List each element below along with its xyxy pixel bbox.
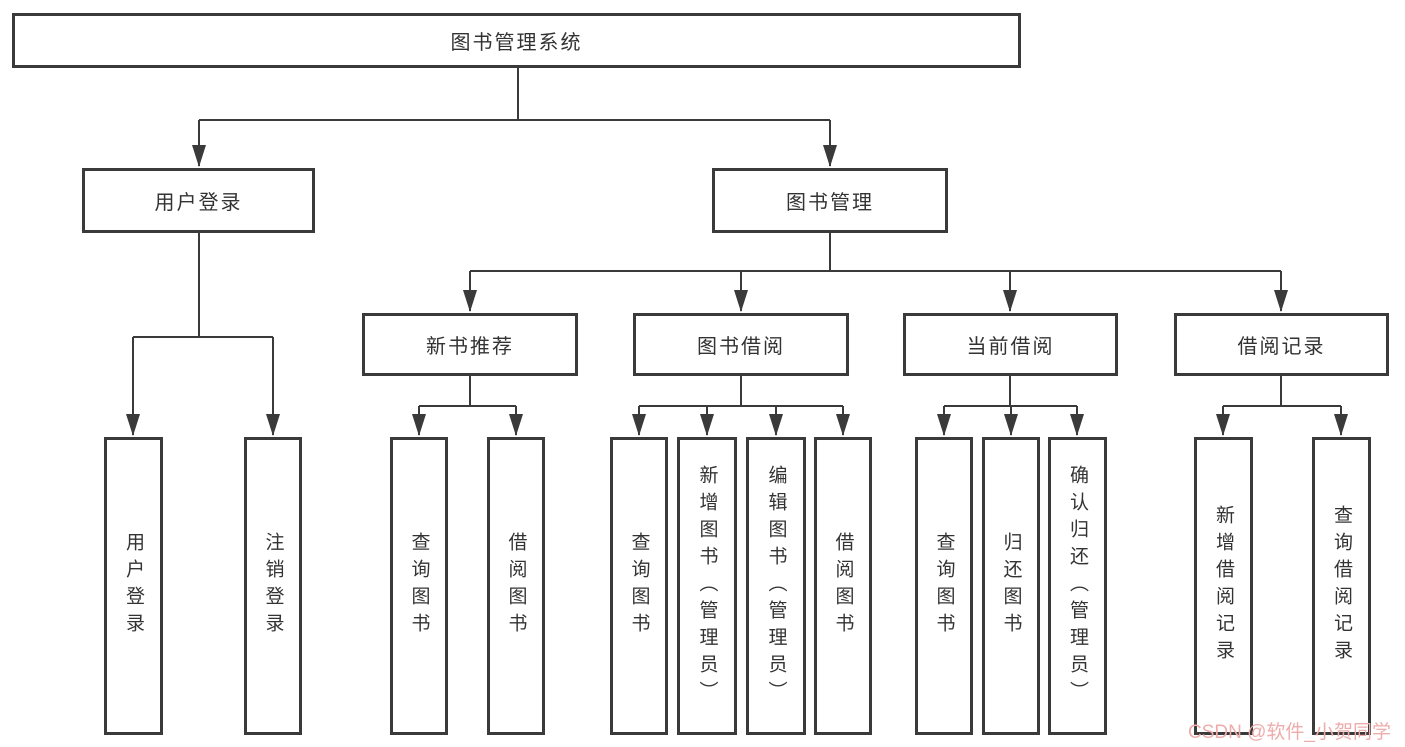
node-current-borrowing: 当前借阅 [903, 313, 1118, 376]
leaf-label: 新增借阅记录 [1213, 505, 1234, 667]
node-book-borrowing: 图书借阅 [633, 313, 849, 376]
node-label: 图书借阅 [697, 336, 785, 358]
leaf-add-books-admin: 新增图书（管理员） [677, 437, 737, 735]
node-label: 图书管理系统 [450, 32, 583, 54]
node-label: 当前借阅 [966, 336, 1055, 358]
leaf-label: 注销登录 [262, 532, 284, 640]
node-book-management: 图书管理 [712, 168, 948, 233]
leaf-query-books-borrowing: 查询图书 [610, 437, 668, 735]
leaf-logout: 注销登录 [244, 437, 302, 735]
leaf-label: 查询借阅记录 [1331, 505, 1352, 667]
leaf-borrow-books-recommend: 借阅图书 [487, 437, 545, 735]
leaf-query-borrow-record: 查询借阅记录 [1312, 437, 1371, 735]
leaf-label: 查询图书 [408, 532, 430, 640]
node-label: 图书管理 [786, 192, 874, 214]
connector-lines [133, 68, 1341, 407]
leaf-label: 确认归还（管理员） [1067, 464, 1088, 708]
node-new-book-recommendation: 新书推荐 [362, 313, 578, 376]
node-borrowing-records: 借阅记录 [1174, 313, 1389, 376]
leaf-label: 编辑图书（管理员） [765, 464, 787, 708]
leaf-label: 查询图书 [628, 532, 650, 640]
node-label: 借阅记录 [1237, 336, 1326, 358]
leaf-add-borrow-record: 新增借阅记录 [1194, 437, 1253, 735]
node-user-login: 用户登录 [82, 168, 315, 233]
leaf-label: 归还图书 [1000, 532, 1022, 640]
leaf-query-books-recommend: 查询图书 [390, 437, 448, 735]
node-library-management-system: 图书管理系统 [12, 13, 1021, 68]
leaf-confirm-return-admin: 确认归还（管理员） [1048, 437, 1107, 735]
watermark-text: CSDN @软件_小贺同学 [1188, 722, 1391, 743]
leaf-label: 用户登录 [123, 532, 144, 640]
leaf-borrow-books: 借阅图书 [814, 437, 872, 735]
leaf-label: 查询图书 [933, 532, 955, 640]
leaf-label: 借阅图书 [505, 532, 527, 640]
leaf-return-books: 归还图书 [982, 437, 1040, 735]
leaf-edit-books-admin: 编辑图书（管理员） [746, 437, 806, 735]
leaf-label: 新增图书（管理员） [696, 464, 718, 708]
leaf-user-login: 用户登录 [104, 437, 163, 735]
node-label: 用户登录 [154, 192, 243, 214]
arrow-down-lines [126, 120, 1348, 436]
leaf-label: 借阅图书 [832, 532, 854, 640]
leaf-query-books-current: 查询图书 [915, 437, 973, 735]
node-label: 新书推荐 [426, 336, 514, 358]
